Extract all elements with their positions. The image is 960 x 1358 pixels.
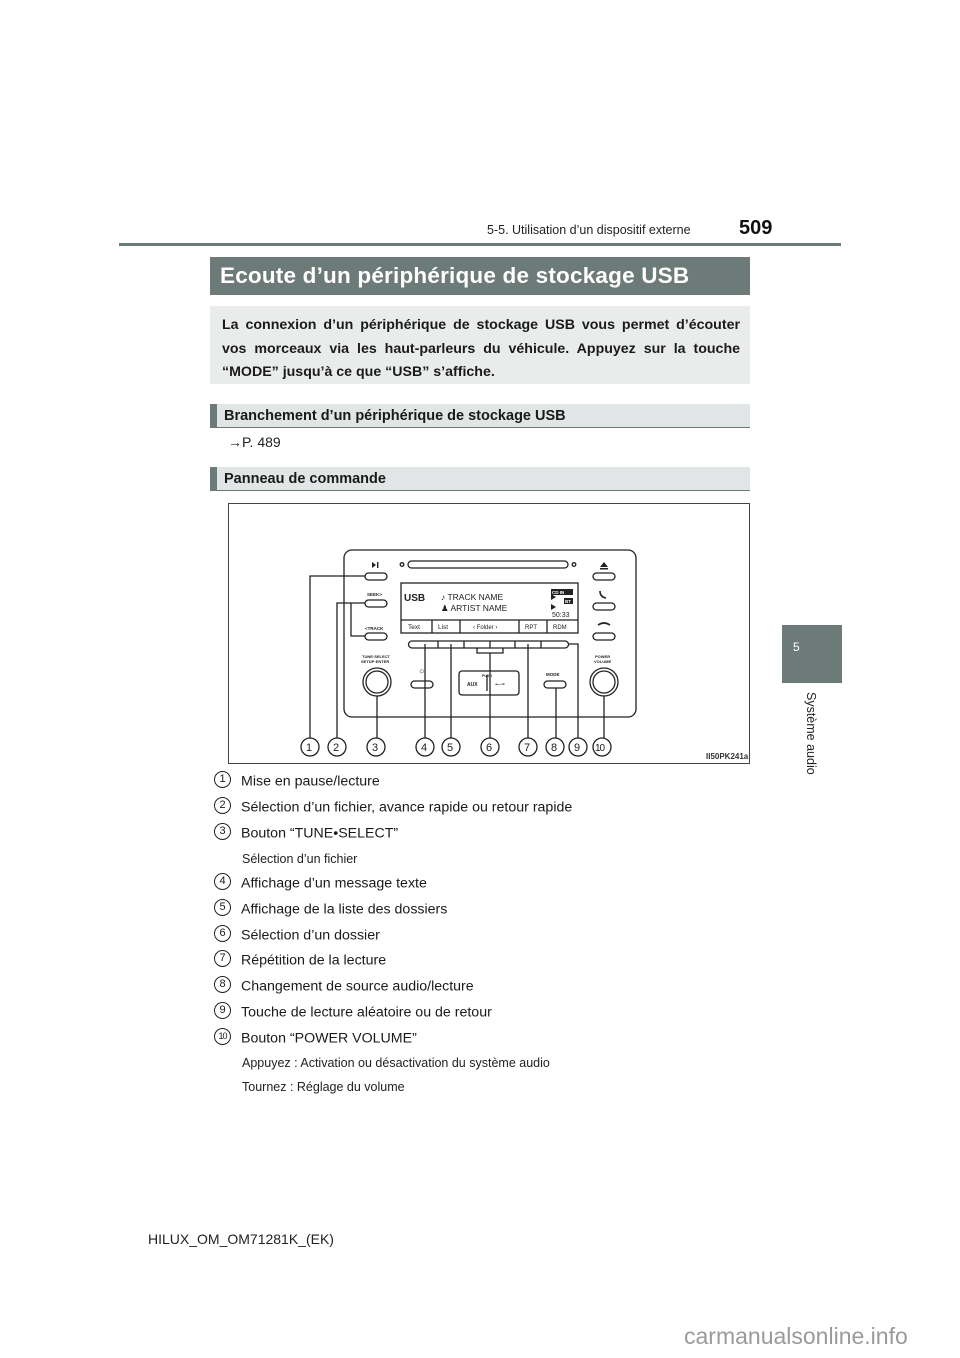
svg-text:50:33: 50:33 — [552, 612, 570, 619]
callout-number-icon: 10 — [214, 1028, 231, 1045]
intro-box: La connexion d’un périphérique de stocka… — [210, 306, 750, 384]
legend-note-10b: Tournez : Réglage du volume — [242, 1080, 405, 1094]
document-code: HILUX_OM_OM71281K_(EK) — [148, 1231, 334, 1247]
header-divider — [119, 243, 841, 246]
page-reference-link[interactable]: →P. 489 — [228, 434, 281, 450]
page-title: Ecoute d’un périphérique de stockage USB — [210, 257, 750, 295]
callout-number-icon: 3 — [214, 823, 231, 840]
page-number: 509 — [739, 217, 773, 239]
svg-text:MODE: MODE — [546, 672, 560, 677]
svg-text:2: 2 — [333, 742, 339, 754]
callout-number-icon: 6 — [214, 925, 231, 942]
chapter-tab[interactable] — [782, 625, 842, 683]
svg-text:VOLUME: VOLUME — [594, 659, 611, 664]
intro-text: La connexion d’un périphérique de stocka… — [222, 317, 740, 380]
section-heading-connect: Branchement d’un périphérique de stockag… — [210, 404, 750, 428]
callout-number-icon: 5 — [214, 899, 231, 916]
svg-text:6: 6 — [486, 742, 492, 754]
svg-text:Text: Text — [408, 624, 420, 631]
svg-text:SEEK>: SEEK> — [367, 592, 382, 597]
svg-text:1: 1 — [306, 742, 312, 754]
svg-text:<TRACK: <TRACK — [365, 626, 384, 631]
svg-text:7: 7 — [524, 742, 530, 754]
callout-number-icon: 1 — [214, 771, 231, 788]
svg-text:CD IN: CD IN — [552, 590, 564, 595]
control-panel-figure: USB ♪ TRACK NAME ♟ ARTIST NAME CD IN BT … — [228, 503, 750, 764]
svg-text:⭠⊸: ⭠⊸ — [495, 682, 505, 688]
svg-text:3: 3 — [372, 742, 378, 754]
section-heading-panel: Panneau de commande — [210, 467, 750, 491]
chapter-label: Système audio — [804, 692, 818, 775]
svg-text:4: 4 — [421, 742, 427, 754]
callout-number-icon: 8 — [214, 976, 231, 993]
svg-text:8: 8 — [551, 742, 557, 754]
svg-text:List: List — [438, 624, 448, 631]
display-artist: ♟ ARTIST NAME — [441, 603, 508, 613]
svg-text:5: 5 — [447, 742, 453, 754]
display-source: USB — [404, 593, 425, 604]
callout-number-icon: 7 — [214, 950, 231, 967]
callout-number-icon: 2 — [214, 797, 231, 814]
legend-note-10a: Appuyez : Activation ou désactivation du… — [242, 1056, 550, 1070]
callout-number-icon: 4 — [214, 873, 231, 890]
svg-text:‹ Folder ›: ‹ Folder › — [473, 625, 497, 631]
svg-text:SETUP·ENTER: SETUP·ENTER — [361, 659, 389, 664]
svg-text:TUNE·SELECT: TUNE·SELECT — [362, 654, 391, 659]
display-track: ♪ TRACK NAME — [441, 592, 504, 602]
svg-text:☼: ☼ — [418, 666, 425, 675]
callout-number-icon: 9 — [214, 1002, 231, 1019]
watermark-link[interactable]: carmanualsonline.info — [684, 1323, 908, 1349]
section-breadcrumb: 5-5. Utilisation d’un dispositif externe — [487, 223, 691, 237]
svg-text:10: 10 — [595, 743, 606, 754]
svg-text:RDM: RDM — [553, 625, 567, 631]
audio-head-unit-diagram: USB ♪ TRACK NAME ♟ ARTIST NAME CD IN BT … — [300, 549, 637, 757]
svg-text:POWER: POWER — [595, 654, 610, 659]
legend-note-3: Sélection d’un fichier — [242, 852, 358, 866]
svg-text:BT: BT — [565, 599, 571, 604]
svg-text:RPT: RPT — [525, 625, 537, 631]
svg-text:9: 9 — [574, 742, 580, 754]
svg-text:PUSH: PUSH — [482, 674, 492, 678]
chapter-number: 5 — [793, 640, 800, 654]
svg-text:AUX: AUX — [467, 682, 478, 688]
figure-code: II50PK241a — [706, 752, 749, 761]
